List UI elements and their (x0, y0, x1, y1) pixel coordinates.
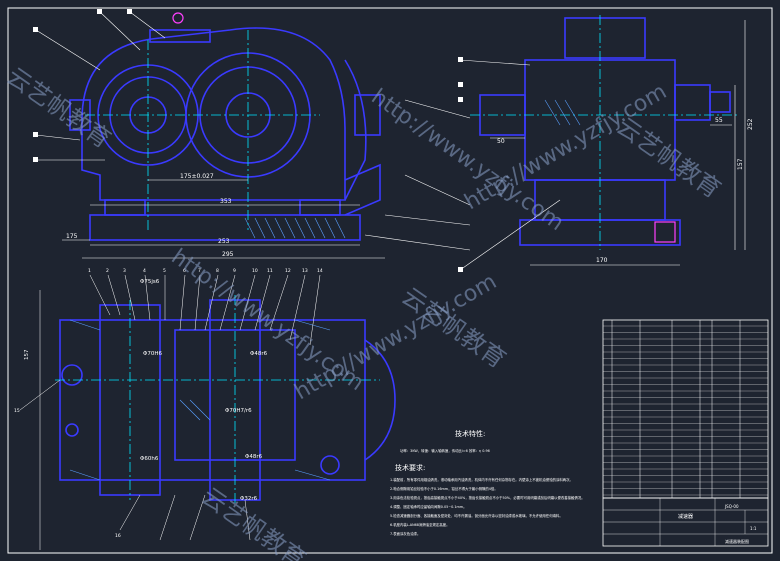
dim-shaft-50: 50 (497, 138, 505, 145)
dim-base-170: 170 (596, 257, 608, 264)
watermark-cn-4: 云艺帆教育 (197, 482, 311, 561)
dim-353: 353 (220, 198, 232, 205)
part-no-9: 9 (233, 268, 236, 274)
part-no-4: 4 (143, 268, 146, 274)
dim-center-distance: 175±0.027 (180, 173, 214, 180)
part-no-7: 7 (198, 268, 201, 274)
part-no-6: 6 (183, 268, 186, 274)
side-view: 50 55 252 157 170 (458, 15, 754, 272)
part-no-2: 2 (106, 268, 109, 274)
requirements-title: 技术要求: (395, 463, 425, 472)
part-no-10: 10 (252, 268, 258, 274)
requirement-3: 3.用涂色法检验斑点，按齿高接触斑点不小于40%，按齿长接触斑点不小于50%，必… (390, 495, 585, 500)
part-no-14: 14 (317, 268, 323, 274)
part-no-12: 12 (285, 268, 291, 274)
title-block-drawing-no: JSQ-00 (724, 504, 739, 509)
spec-line: 功率：3KW，转速：输入轴转速，传动比i=6 效率：η 0.96 (400, 448, 490, 453)
watermark: http://www.yzfjy.com http://www.yzfjy.co… (2, 62, 726, 561)
title-block-school: 减速器装配图 (725, 538, 749, 544)
title-block: 减速器 JSQ-00 1:1 减速器装配图 (602, 497, 769, 547)
dim-shaft-55: 55 (715, 117, 723, 124)
parts-list (602, 319, 769, 499)
dim-height-252: 252 (747, 118, 754, 130)
drawing-border (7, 7, 773, 554)
dim-295: 295 (222, 251, 234, 258)
part-no-13: 13 (302, 268, 308, 274)
part-no-11: 11 (267, 268, 273, 274)
dim-253: 253 (218, 238, 230, 245)
part-no-16: 16 (115, 533, 121, 539)
part-no-5: 5 (163, 268, 166, 274)
part-no-15: 15 (14, 408, 20, 414)
fit-1: Φ75js6 (140, 279, 160, 285)
fit-6: Φ48r6 (245, 454, 263, 460)
part-no-3: 3 (123, 268, 126, 274)
fit-4: Φ70H7/r6 (225, 408, 252, 414)
requirement-2: 2.啮合侧隙用铅丝检验不小于0.16mm，铅丝不得大于最小侧隙的4倍。 (390, 486, 498, 491)
watermark-cn-1: 云艺帆教育 (612, 112, 726, 204)
technical-notes: 技术特性: 功率：3KW，转速：输入轴转速，传动比i=6 效率：η 0.96 技… (390, 429, 585, 536)
fit-5: Φ60h6 (140, 456, 159, 462)
spec-title: 技术特性: (455, 429, 485, 438)
requirement-4: 4.调整、固定轴承时应留轴向间隙0.05~0.1mm。 (390, 504, 466, 509)
fit-7: Φ32r6 (240, 496, 258, 502)
front-view: 175±0.027 353 253 295 175 (33, 9, 471, 259)
title-block-title: 减速器 (678, 513, 693, 520)
fit-2: Φ70H6 (143, 351, 162, 357)
dim-left-157: 157 (24, 349, 30, 360)
part-no-1: 1 (88, 268, 91, 274)
requirement-7: 7.表面涂灰色油漆。 (390, 531, 420, 536)
title-block-scale: 1:1 (750, 526, 757, 531)
part-no-8: 8 (216, 268, 219, 274)
top-view: Φ75js6 Φ70H6 Φ48r6 Φ70H7/r6 Φ60h6 Φ48r6 … (14, 268, 396, 550)
requirement-6: 6.机座内装L-AN68润滑油至规定高度。 (390, 522, 449, 527)
fit-3: Φ48r6 (250, 351, 268, 357)
requirement-1: 1.装配前，所有零件用煤油清洗，滚动轴承用汽油清洗，机体内不许有任何杂物存在。内… (390, 477, 573, 482)
requirement-5: 5.检查减速器剖分面、各接触面及密封处，均不许漏油。剖分面允许涂以密封油漆或水玻… (390, 513, 563, 518)
dim-175: 175 (66, 233, 78, 240)
dim-height-157: 157 (737, 158, 744, 170)
